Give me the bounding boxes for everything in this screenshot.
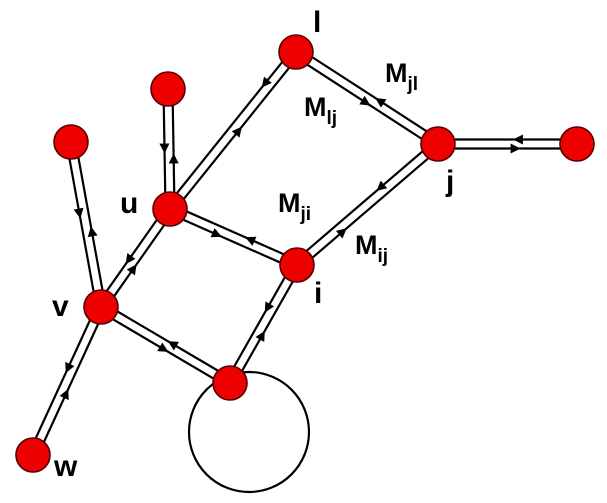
message-arrows [59, 76, 523, 401]
arrow-l-to-j [359, 95, 371, 106]
arrow-u-to-i [210, 228, 222, 238]
node-label-i: i [314, 277, 322, 310]
node-i [279, 247, 315, 283]
node-j [420, 126, 456, 162]
arrow-top_leaf-to-u [159, 143, 170, 154]
node-bottom [212, 365, 248, 401]
node-v [83, 289, 119, 325]
arrow-right_leaf-to-j [512, 134, 523, 145]
edge-u-v-fwd-line [105, 218, 159, 293]
node-labels: l u v w i j [52, 6, 454, 483]
edge-v-w-fwd-line [34, 318, 92, 440]
node-right-leaf [559, 126, 595, 162]
nodes [15, 34, 595, 473]
node-label-l: l [313, 6, 321, 39]
message-label-jl-main: M [385, 58, 408, 88]
arrow-u-to-l [231, 126, 242, 138]
arrow-i-to-j [335, 228, 347, 239]
arrow-j-to-i [376, 180, 388, 191]
edge-u-v-back-line [112, 223, 166, 298]
arrow-l-to-u [261, 76, 272, 88]
message-label-ij-sub: ij [378, 246, 389, 267]
arrow-v-to-w [65, 361, 75, 374]
node-top-leaf [150, 71, 186, 107]
edge-l-j-back-line [310, 55, 429, 133]
message-label-lj-sub: lj [327, 108, 338, 129]
edges [34, 55, 562, 494]
arrow-j-to-l [375, 98, 387, 108]
arrow-u-to-v [125, 253, 136, 265]
arrow-j-to-right_leaf [510, 143, 521, 154]
message-label-lj: Mlj [304, 92, 337, 129]
node-label-v: v [52, 290, 69, 323]
edge-u-top_leaf-fwd-line [171, 103, 176, 194]
node-l [278, 34, 314, 70]
self-loop [187, 370, 311, 494]
arrow-v-to-left_leaf [87, 226, 98, 238]
message-labels: Mjl Mlj Mji Mij [278, 58, 418, 267]
message-label-ji: Mji [278, 188, 311, 225]
arrow-w-to-v [59, 388, 69, 401]
edge-u-i-fwd-line [181, 218, 282, 265]
edge-v-left_leaf-fwd-line [77, 155, 104, 292]
edge-v-left_leaf-back-line [68, 157, 95, 294]
message-label-ji-sub: ji [300, 204, 312, 225]
node-label-w: w [53, 450, 78, 483]
message-label-ji-main: M [278, 188, 301, 218]
node-label-j: j [445, 165, 454, 198]
edge-i-j-fwd-line [310, 156, 431, 260]
message-label-jl-sub: jl [407, 74, 419, 95]
node-u [152, 191, 188, 227]
message-label-lj-main: M [304, 92, 327, 122]
arrow-i-to-bottom [264, 301, 275, 313]
edge-v-bottom-back-line [115, 309, 220, 373]
arrow-left_leaf-to-v [73, 207, 84, 219]
edge-i-bottom-back-line [240, 279, 295, 373]
arrow-bottom-to-v [167, 341, 179, 351]
node-w [15, 437, 51, 473]
message-label-jl: Mjl [385, 58, 418, 95]
arrow-u-to-top_leaf [168, 153, 179, 164]
arrow-i-to-u [245, 236, 257, 246]
arrow-v-to-u [126, 264, 137, 276]
edge-v-w-back-line [42, 322, 100, 444]
arrow-bottom-to-i [255, 330, 265, 342]
edge-u-i-back-line [185, 209, 286, 256]
edge-i-bottom-fwd-line [232, 275, 287, 369]
arrow-v-to-bottom [157, 342, 169, 352]
node-label-u: u [120, 187, 138, 220]
message-label-ij: Mij [355, 230, 388, 267]
edge-i-j-back-line [304, 149, 425, 253]
node-left-leaf [53, 124, 89, 160]
message-label-ij-main: M [355, 230, 378, 260]
